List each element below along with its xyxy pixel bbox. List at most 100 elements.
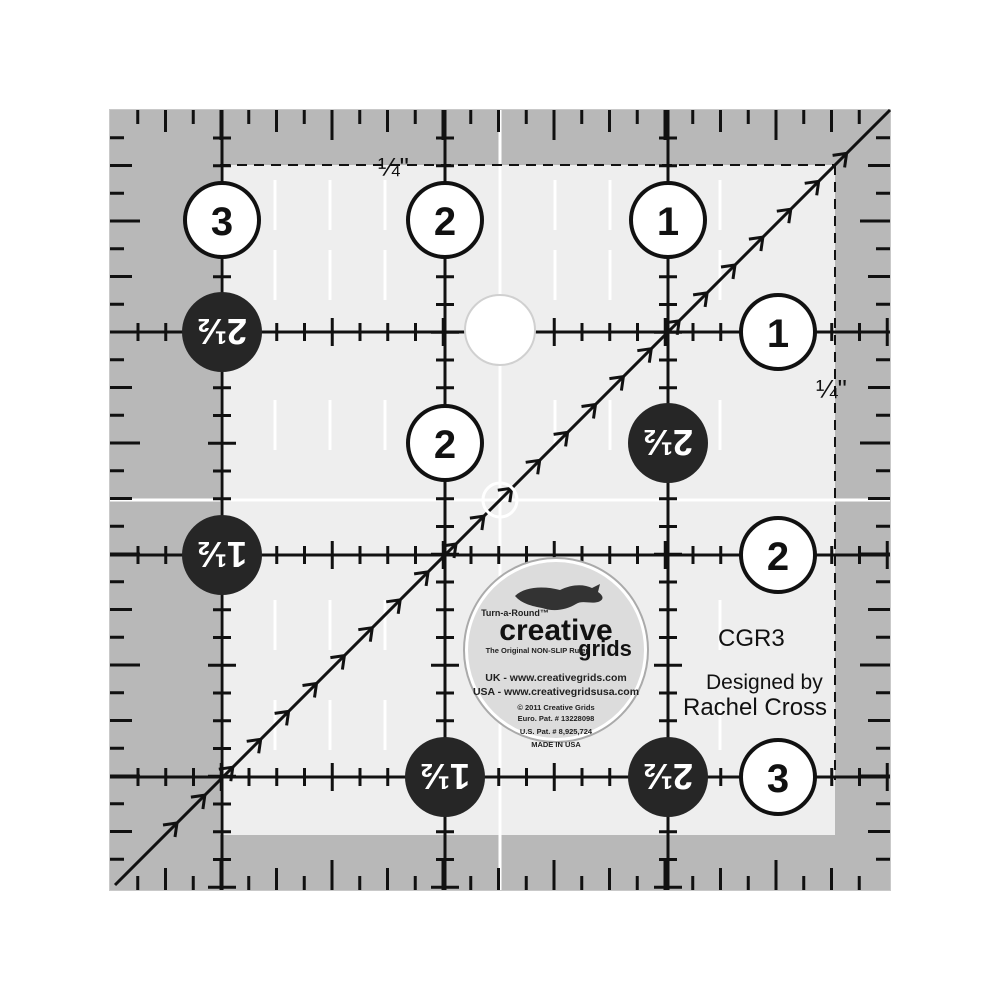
diagonal-tick [274, 709, 289, 715]
diagonal-tick [469, 514, 485, 520]
diagonal-tick [815, 181, 821, 196]
usa-url: USA - www.creativegridsusa.com [473, 686, 639, 698]
quarter-dashed-lines [220, 164, 836, 780]
diagonal-tick [536, 460, 542, 475]
diagonal-tick [358, 626, 373, 632]
diagonal-tick [190, 793, 206, 799]
diagonal-tick [480, 515, 486, 531]
svg-text:1: 1 [657, 200, 679, 244]
copyright: © 2011 Creative Grids [517, 703, 594, 712]
diagonal-tick [675, 320, 681, 336]
made-in: MADE IN USA [531, 740, 581, 749]
diagonal-tick [257, 739, 263, 754]
number-badge-3-right: 3 [739, 738, 817, 816]
diagonal-tick [368, 627, 374, 642]
diagonal-tick [162, 821, 178, 827]
diagonal-tick [246, 737, 261, 743]
diagonal-tick [787, 208, 793, 224]
fox-logo-icon [515, 584, 603, 611]
half-badge-1-5-left: 1½ [182, 515, 262, 595]
svg-text:2½: 2½ [643, 422, 693, 463]
diagonal-tick [692, 291, 708, 297]
diagonal-tick [664, 319, 680, 325]
svg-text:1: 1 [767, 312, 789, 356]
number-badge-1-top: 1 [629, 181, 707, 259]
diagonal-tick [832, 151, 847, 157]
diagonal-tick [647, 348, 653, 363]
number-badge-2-top: 2 [406, 181, 484, 259]
svg-text:3: 3 [767, 757, 789, 801]
half-badges: 2½ 2½ 1½ 1½ 2½ [182, 292, 708, 817]
diagonal-tick [385, 598, 401, 604]
number-circles: 3 2 1 1 2 2 3 [183, 181, 817, 816]
tagline-top: Turn-a-Round™ [481, 608, 549, 618]
quarter-label-right: ¼" [816, 374, 847, 404]
diagonal-tick [330, 654, 345, 660]
svg-text:1½: 1½ [420, 756, 470, 797]
diagonal-tick [703, 292, 709, 308]
diagonal-tick [508, 487, 514, 503]
designer-name: Rachel Cross [683, 694, 827, 721]
uk-url: UK - www.creativegrids.com [485, 672, 626, 684]
diagonal-tick [313, 683, 318, 698]
model-number: CGR3 [718, 625, 785, 652]
diagonal-tick [804, 179, 819, 185]
diagonal-tick [619, 376, 625, 391]
svg-text:2½: 2½ [197, 311, 247, 352]
center-pivot-circle [481, 481, 519, 519]
diagonal-tick [441, 542, 457, 548]
svg-text:2½: 2½ [643, 756, 693, 797]
euro-patent: Euro. Pat. # 13228098 [518, 714, 595, 723]
half-badge-2-5-bottom: 2½ [628, 737, 708, 817]
svg-text:3: 3 [211, 200, 233, 244]
diagonal-tick [731, 264, 737, 280]
diagonal-tick [497, 486, 513, 492]
diagonal-tick [525, 458, 540, 464]
quarter-label-top: ¼" [378, 152, 409, 182]
diagonal-tick [452, 543, 458, 559]
diagonal-tick [201, 794, 207, 810]
us-patent: U.S. Pat. # 8,925,724 [520, 727, 593, 736]
diagonal-tick [720, 263, 736, 269]
svg-text:2: 2 [434, 200, 456, 244]
diagonal-tick [609, 375, 624, 381]
diagonal-tick [748, 235, 764, 241]
shaded-bands [110, 110, 890, 890]
number-badge-3-top: 3 [183, 181, 261, 259]
diagonal-tick [340, 655, 346, 670]
brand-seal: Turn-a-Round™ creative grids The Origina… [463, 557, 649, 749]
number-badge-1-right: 1 [739, 293, 817, 371]
diagonal-tick [759, 236, 765, 252]
diagonal-tick [229, 766, 235, 782]
svg-text:2: 2 [434, 423, 456, 467]
diagonal-tick [843, 153, 849, 168]
brand-grids: grids [578, 636, 632, 661]
diagonal-tick [581, 403, 596, 408]
center-hole [464, 294, 536, 366]
brand-creative: creative [499, 614, 612, 647]
diagonal-tick [302, 682, 317, 687]
diagonal-line [113, 108, 892, 887]
diagonal-tick [285, 711, 291, 726]
diagonal-tick [218, 765, 234, 771]
diagonal-tick [413, 570, 429, 576]
diagonal-tick [776, 207, 792, 213]
number-badge-2-center: 2 [406, 404, 484, 482]
diagonal-tick [173, 822, 179, 838]
diagonal-tick [424, 571, 430, 587]
diagonal-tick [553, 430, 568, 436]
diagonal-tick [564, 432, 570, 447]
svg-text:2: 2 [767, 535, 789, 579]
half-badge-1-5-bottom: 1½ [405, 737, 485, 817]
diagonal-tick [637, 347, 652, 353]
half-badge-2-5-left: 2½ [182, 292, 262, 372]
diagonal-tick [396, 599, 402, 615]
half-badge-2-5-mid: 2½ [628, 403, 708, 483]
number-badge-2-right: 2 [739, 516, 817, 594]
diagonal-tick [592, 404, 597, 419]
designed-by: Designed by [706, 671, 823, 694]
brand-subtitle: The Original NON-SLIP Ruler [486, 646, 589, 655]
svg-text:1½: 1½ [197, 534, 247, 575]
edge-ticks [110, 110, 890, 890]
